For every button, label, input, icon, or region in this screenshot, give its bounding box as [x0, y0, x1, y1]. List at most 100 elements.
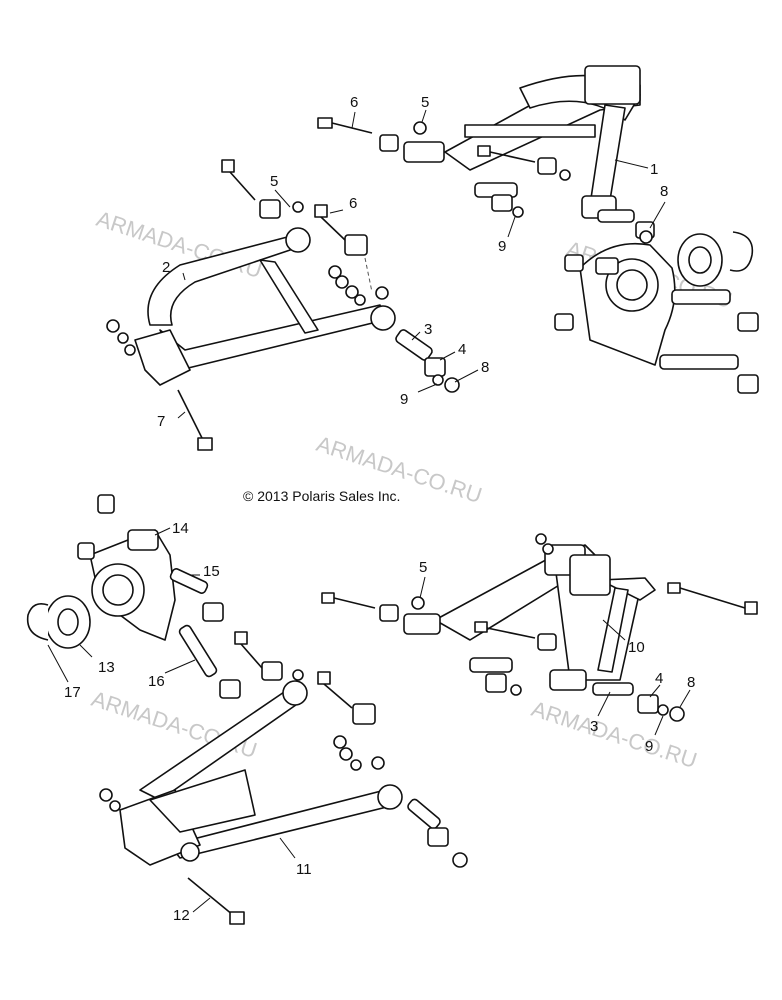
bushing-part-15	[202, 602, 224, 622]
callout-15: 15	[203, 563, 220, 580]
washer-part-9-top	[512, 206, 524, 218]
sleeve-arm10-end	[549, 669, 587, 691]
snap-ring-part-17	[26, 602, 49, 641]
lower-a-arm-part-10	[434, 544, 656, 681]
sleeve-bottom-right-2	[469, 657, 513, 673]
pin-part-16	[178, 624, 218, 678]
bolt-part-6-top	[317, 117, 373, 134]
callout-11: 11	[296, 861, 312, 878]
callout-4b: 4	[655, 670, 663, 687]
nut-part-8-bottom	[669, 706, 685, 722]
callout-9c: 9	[645, 738, 653, 755]
nut-bottom-3	[371, 756, 385, 770]
callout-7: 7	[157, 413, 165, 430]
callout-8a: 8	[660, 183, 668, 200]
bushing-bottom-right	[352, 703, 376, 725]
nut-part-8-top	[639, 230, 653, 244]
knuckle-pin-lower	[659, 354, 739, 370]
bushing-bottom	[427, 827, 449, 847]
sleeve-bottom-right-1	[403, 613, 441, 635]
washer-part-9-left	[432, 374, 444, 386]
leader-lines	[47, 109, 691, 913]
callout-6b: 6	[349, 195, 357, 212]
bolt-bottom-left-2	[317, 671, 353, 709]
callout-9a: 9	[498, 238, 506, 255]
knuckle-part-14	[89, 529, 176, 641]
sleeve-part-3-left	[395, 329, 433, 361]
bushing-bottom-right-2	[485, 673, 507, 693]
bolt-top-right	[477, 145, 571, 181]
bolt-part-6-left	[221, 159, 256, 201]
knuckle-bushing-3	[737, 312, 759, 332]
callout-13: 13	[98, 659, 115, 676]
knuckle-bushing-bottom-2	[77, 542, 95, 560]
callout-8b: 8	[481, 359, 489, 376]
nut-left-1	[328, 265, 342, 279]
washer-bottom-left-1	[99, 788, 113, 802]
bearing-part-13	[45, 595, 91, 649]
washer-bottom-1	[350, 759, 362, 771]
callout-10: 10	[628, 639, 645, 656]
callout-9b: 9	[400, 391, 408, 408]
callout-8c: 8	[687, 674, 695, 691]
washer-arm-left-1	[106, 319, 120, 333]
bushing-top-left	[379, 134, 399, 152]
fastener-bottom-left	[292, 669, 304, 681]
washer-arm-left-2	[117, 332, 129, 344]
fastener-part-5-bottom	[411, 596, 425, 610]
snap-ring-top	[729, 231, 754, 272]
pin-bushing-part-16	[219, 679, 241, 699]
callout-2: 2	[162, 259, 170, 276]
assembly-guide	[364, 257, 373, 293]
washer-left	[354, 294, 366, 306]
washer-bottom-right	[510, 684, 522, 696]
nut-left-4	[375, 286, 389, 300]
nut-bottom-1	[333, 735, 347, 749]
copyright-notice: © 2013 Polaris Sales Inc.	[243, 488, 400, 504]
callout-17: 17	[64, 684, 81, 701]
nut-bottom-2	[339, 747, 353, 761]
bushing-part-4-top	[491, 194, 513, 212]
callout-4a: 4	[458, 341, 466, 358]
upper-a-arm-part-2	[134, 227, 396, 386]
nut-bottom-4	[452, 852, 468, 868]
callout-5a: 5	[421, 94, 429, 111]
callout-5b: 5	[270, 173, 278, 190]
nut-left-2	[335, 275, 349, 289]
callout-12: 12	[173, 907, 190, 924]
washer-part-9-bottom	[657, 704, 669, 716]
nut-arm10-2	[542, 543, 554, 555]
nut-left-3	[345, 285, 359, 299]
bolt-bottom-right-2	[474, 621, 557, 651]
bolt-part-12	[187, 877, 245, 925]
bushing-left-right	[344, 234, 368, 256]
bushing-bottom-right-1	[379, 604, 399, 622]
knuckle-bushing-2	[554, 313, 574, 331]
callout-5c: 5	[419, 559, 427, 576]
bolt-bottom-right-1	[321, 592, 376, 609]
callout-3a: 3	[424, 321, 432, 338]
fastener-part-5-top	[413, 121, 427, 135]
washer-arm-left-3	[124, 344, 136, 356]
knuckle-bushing-1	[564, 254, 584, 272]
bushing-part-4-left	[424, 357, 446, 377]
bushing-bottom-left	[261, 661, 283, 681]
knuckle-bushing-4	[737, 374, 759, 394]
sleeve-bottom	[407, 798, 441, 830]
bushing-part-4-bottom	[637, 694, 659, 714]
callout-3b: 3	[590, 718, 598, 735]
washer-bottom-left-2	[109, 800, 121, 812]
callout-14: 14	[172, 520, 189, 537]
sleeve-right	[597, 209, 635, 223]
sleeve-top-left	[403, 141, 445, 163]
bolt-bottom-right-long	[667, 582, 758, 615]
nut-part-8-left	[444, 377, 460, 393]
bearing-top	[677, 233, 723, 287]
callout-16: 16	[148, 673, 165, 690]
callout-6a: 6	[350, 94, 358, 111]
knuckle-bushing-bottom-1	[97, 494, 115, 514]
knuckle-top-right	[579, 242, 676, 366]
nut-arm10-1	[535, 533, 547, 545]
upper-a-arm-part-1	[444, 65, 641, 206]
